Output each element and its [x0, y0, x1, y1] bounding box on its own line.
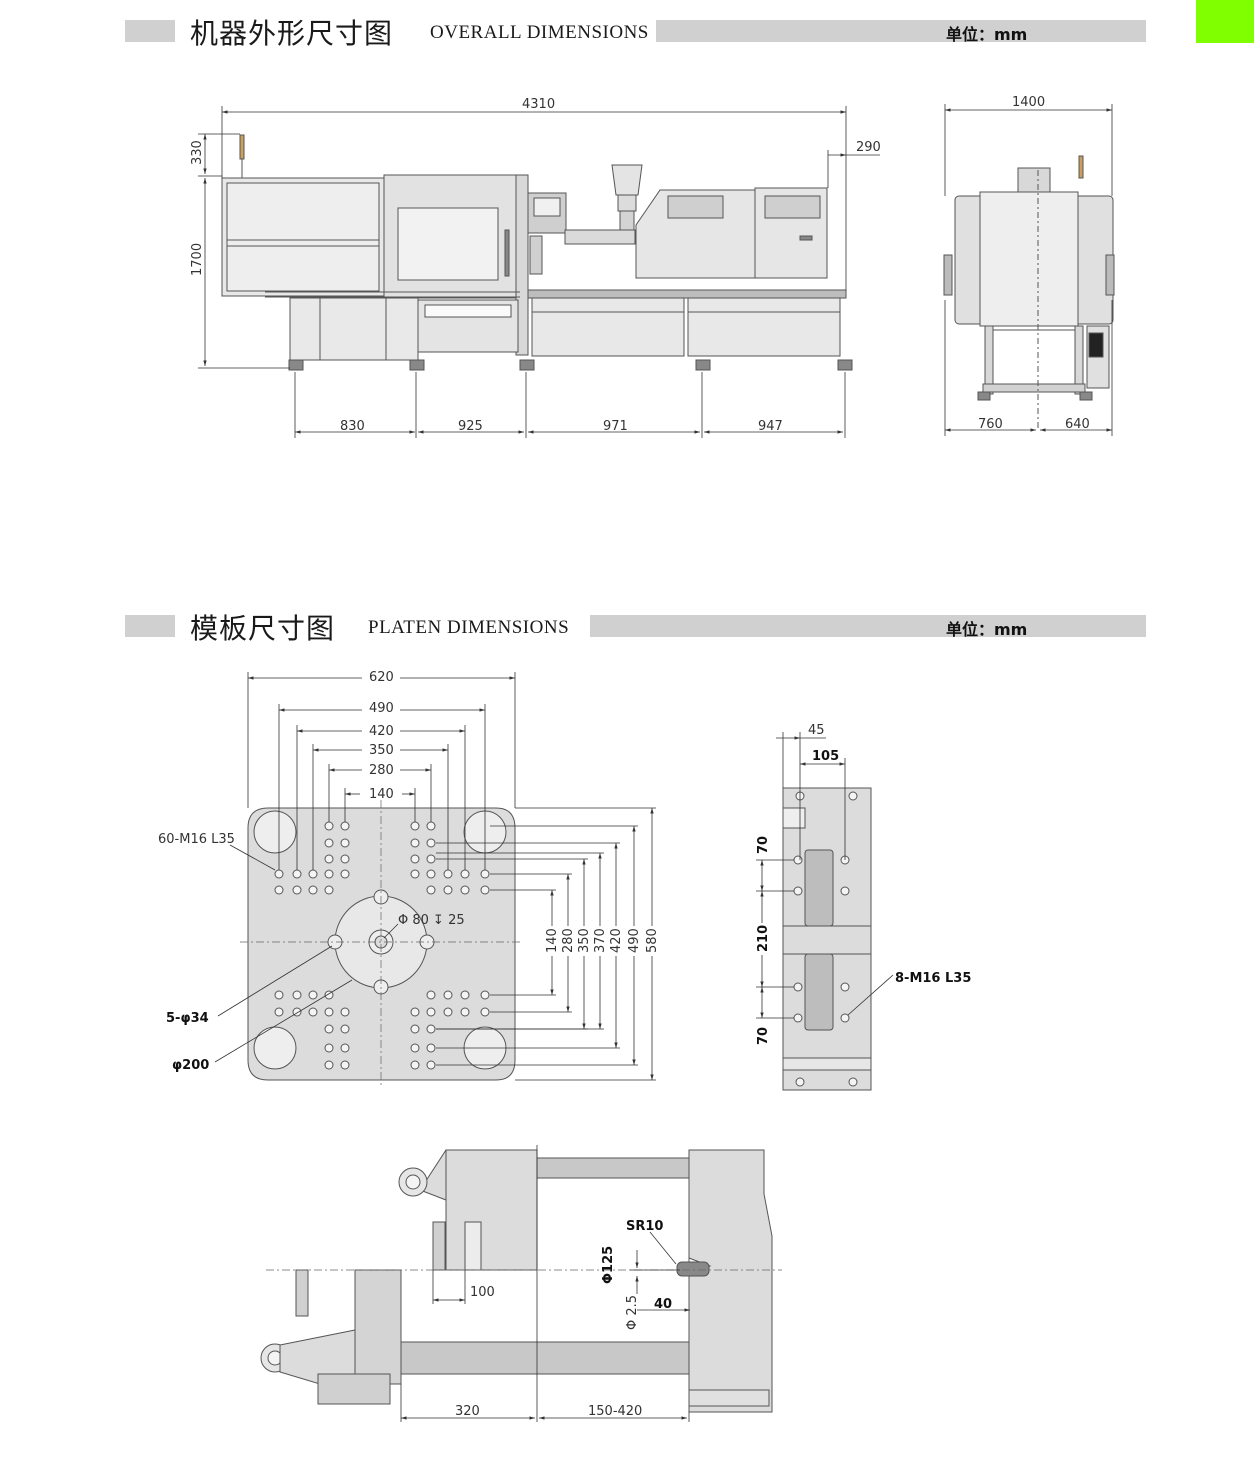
- dim-h620: 620: [369, 670, 394, 685]
- section2-bar-left: [125, 615, 175, 637]
- dim-side-105: 105: [812, 749, 839, 764]
- dim-v420: 420: [609, 928, 624, 953]
- dim-h420: 420: [369, 724, 394, 739]
- dim-side-210: 210: [756, 925, 771, 952]
- dim-side-70b: 70: [756, 1027, 771, 1045]
- dim-nozzle-125: Φ125: [601, 1246, 616, 1284]
- dim-top-extra: 290: [856, 140, 881, 155]
- dim-seg2: 925: [458, 419, 483, 434]
- dim-nozzle-150-420: 150-420: [588, 1404, 642, 1419]
- dim-side-right: 640: [1065, 417, 1090, 432]
- dim-v140: 140: [545, 928, 560, 953]
- dim-mask: [362, 702, 400, 716]
- label-side-thread: 8-M16 L35: [895, 971, 971, 986]
- dim-side-left: 760: [978, 417, 1003, 432]
- label-sr10: SR10: [626, 1219, 663, 1234]
- dim-v280: 280: [561, 928, 576, 953]
- dim-nozzle-320: 320: [455, 1404, 480, 1419]
- dim-body-height: 1700: [190, 243, 205, 276]
- dim-side-70a: 70: [756, 836, 771, 854]
- dim-light-height: 330: [190, 140, 205, 165]
- dim-h490: 490: [369, 701, 394, 716]
- page-tab-marker: [1196, 0, 1254, 43]
- section2-title-en: PLATEN DIMENSIONS: [368, 617, 570, 638]
- platen-front-view: [247, 807, 516, 1081]
- section2-unit: 单位：mm: [946, 620, 1028, 639]
- machine-front-view: [221, 134, 853, 371]
- dim-mask: [752, 1022, 772, 1048]
- dim-v490: 490: [627, 928, 642, 953]
- dim-v350: 350: [577, 928, 592, 953]
- dim-mask: [542, 926, 664, 956]
- dim-mask: [362, 742, 400, 756]
- dim-mask: [362, 670, 400, 684]
- section2-title-cn: 模板尺寸图: [190, 612, 336, 645]
- label-center-hole: Φ 80 ↧ 25: [398, 913, 465, 928]
- dim-h140: 140: [369, 787, 394, 802]
- dim-total-length: 4310: [522, 97, 555, 112]
- dim-v580: 580: [645, 928, 660, 953]
- dim-seg1: 830: [340, 419, 365, 434]
- dim-seg3: 971: [603, 419, 628, 434]
- dim-side-width: 1400: [1012, 95, 1045, 110]
- platen-side-view: [782, 787, 872, 1091]
- machine-side-view: [943, 155, 1115, 430]
- section1-title-cn: 机器外形尺寸图: [190, 17, 394, 50]
- section1-title-en: OVERALL DIMENSIONS: [430, 22, 649, 43]
- clamp-section-view: [260, 1149, 773, 1413]
- dim-side-45: 45: [808, 723, 825, 738]
- platen-bolt-holes: [274, 821, 490, 1070]
- section2-bar-right: [590, 615, 1146, 637]
- dim-seg4: 947: [758, 419, 783, 434]
- label-locating-ring: φ200: [172, 1058, 209, 1073]
- section1-unit: 单位：mm: [946, 25, 1028, 44]
- dim-nozzle-40: 40: [654, 1297, 672, 1312]
- dim-h280: 280: [369, 763, 394, 778]
- section1-bar-left: [125, 20, 175, 42]
- dim-mask: [362, 723, 400, 737]
- label-thread-holes: 60-M16 L35: [158, 832, 235, 847]
- label-holes-34: 5-φ34: [166, 1011, 209, 1026]
- dim-v370: 370: [593, 928, 608, 953]
- dim-h350: 350: [369, 743, 394, 758]
- section1-bar-right: [656, 20, 1146, 42]
- dim-mask: [752, 830, 772, 856]
- dim-nozzle-100: 100: [470, 1285, 495, 1300]
- dim-mask: [362, 762, 400, 776]
- dim-mask: [752, 923, 772, 955]
- dim-nozzle-2-5: Φ 2.5: [625, 1295, 640, 1330]
